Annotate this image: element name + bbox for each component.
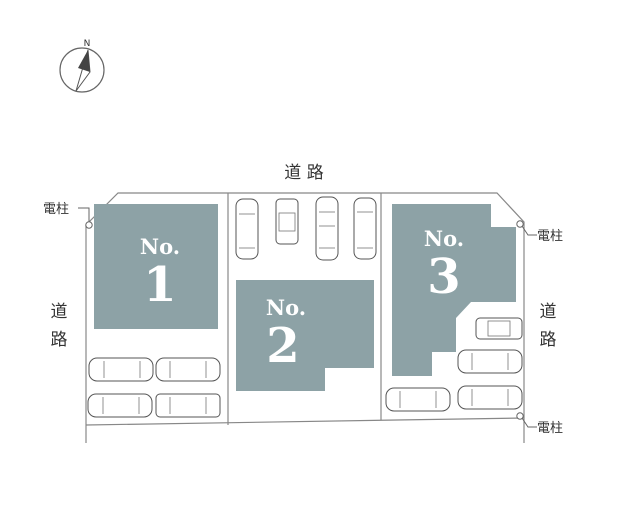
- car-icon: [385, 387, 451, 412]
- car-icon: [87, 393, 153, 418]
- pole-marker: [85, 221, 93, 229]
- lot-2-no-label: No.: [266, 295, 306, 320]
- building-lot-1: [94, 204, 218, 329]
- compass-needle-north: [78, 50, 90, 72]
- site-boundary: [85, 192, 525, 443]
- car-icon: [475, 317, 523, 340]
- road-label-right-1: 道: [540, 302, 557, 322]
- car-icon: [88, 357, 154, 382]
- car-icon: [353, 197, 377, 260]
- pole-label: 電柱: [537, 421, 563, 436]
- lot-3-number: 3: [427, 249, 460, 305]
- site-bottom-boundary: [85, 417, 525, 426]
- car-icon: [315, 196, 339, 261]
- pole-leader: [78, 207, 90, 222]
- pole-marker: [516, 412, 524, 420]
- car-icon: [235, 198, 259, 260]
- pole-marker: [516, 220, 524, 228]
- car-icon: [155, 393, 221, 418]
- road-label-right-2: 路: [540, 330, 557, 350]
- pole-right-bottom: 電柱: [516, 412, 563, 436]
- road-label-left-2: 路: [51, 330, 68, 350]
- pole-left-top: 電柱: [43, 202, 93, 229]
- lot-2-number: 2: [266, 318, 299, 374]
- compass-north-label: N: [84, 39, 91, 49]
- pole-right-top: 電柱: [516, 220, 563, 244]
- lot-1-no-label: No.: [140, 234, 180, 259]
- site-outline: [85, 192, 525, 443]
- car-icon: [155, 357, 221, 382]
- lot-3-no-label: No.: [424, 226, 464, 251]
- road-label-top: 道 路: [284, 163, 323, 183]
- car-icon: [457, 349, 523, 374]
- compass: N: [59, 39, 105, 93]
- building-lot-3: [392, 204, 516, 376]
- road-label-left-1: 道: [51, 302, 68, 322]
- pole-leader: [521, 417, 537, 428]
- lot-1-number: 1: [143, 257, 176, 313]
- car-icon: [457, 385, 523, 410]
- car-icon: [275, 198, 299, 245]
- pole-label: 電柱: [537, 229, 563, 244]
- pole-label: 電柱: [43, 202, 69, 217]
- building-lot-2: [236, 280, 374, 391]
- pole-leader: [521, 225, 537, 236]
